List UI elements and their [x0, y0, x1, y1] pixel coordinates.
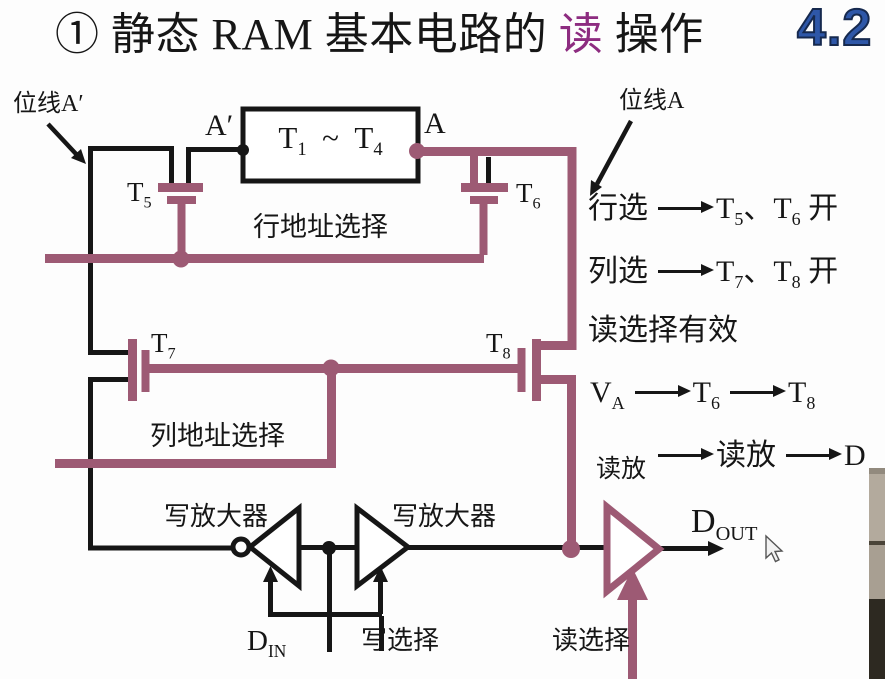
write-amp-left-triangle [245, 502, 302, 592]
node-a-label: A [424, 107, 446, 140]
write-amp-left-bubble [230, 536, 252, 558]
bitlineAprime-pointer-line [46, 122, 79, 157]
d-out-label: DOUT [691, 503, 758, 545]
cell-box [240, 106, 421, 184]
read-select-label: 读选择 [552, 626, 631, 655]
enable-arrow1-head [263, 566, 278, 582]
read-junction-dot [562, 540, 580, 558]
row-line-junction-dot [172, 250, 190, 268]
t8-lower-run [532, 375, 576, 550]
page-title: ① 静态 RAM 基本电路的 读 操作 [55, 10, 704, 59]
bitlineA-pointer-line [595, 119, 633, 186]
read-amp-label: 读放 [596, 456, 647, 483]
right-arrow [634, 385, 691, 397]
write-amp-left-label: 写放大器 [164, 502, 269, 531]
row-address-select-label: 行地址选择 [253, 212, 388, 242]
bitlineAprime-lower [88, 377, 233, 551]
right-arrow [658, 448, 714, 460]
write-amp-right-triangle [354, 502, 413, 592]
t6-label: T6 [516, 178, 541, 213]
right-arrow [786, 448, 842, 460]
t5-label: T5 [127, 177, 152, 212]
cellbox-left-node-dot [237, 144, 249, 156]
note-read-select-valid: 读选择有效 [588, 314, 738, 347]
bitlineA-pointer-head [590, 180, 602, 196]
section-number: 4.2 [796, 0, 873, 57]
write-amp-right-label: 写放大器 [392, 502, 497, 531]
right-arrow [658, 264, 714, 276]
wire-bitlineAprime-to-t5 [90, 146, 174, 184]
bitlineA-top-run [412, 147, 577, 350]
read-select-arrowhead [617, 568, 648, 600]
write-select-label: 写选择 [361, 626, 440, 655]
t7-label: T7 [151, 328, 176, 363]
wire-t5-to-cellbox [186, 147, 243, 184]
enable-arrow2-head [373, 566, 388, 582]
bitline-a-label: 位线A [619, 88, 685, 114]
col-address-select-label: 列地址选择 [150, 421, 285, 451]
d-in-label: DIN [247, 625, 287, 661]
t8-label: T8 [486, 328, 511, 363]
dout-arrowhead [708, 541, 724, 556]
right-arrow [730, 385, 786, 397]
mouse-cursor [765, 534, 784, 563]
bitline-a-prime-label: 位线A′ [13, 91, 84, 117]
node-a-prime-label: A′ [205, 109, 234, 142]
cell-box-label: T1 ~ T4 [278, 120, 383, 161]
right-arrow [658, 201, 714, 213]
video-background-strip [869, 468, 885, 679]
bitlineAprime-pointer-head [71, 149, 86, 164]
